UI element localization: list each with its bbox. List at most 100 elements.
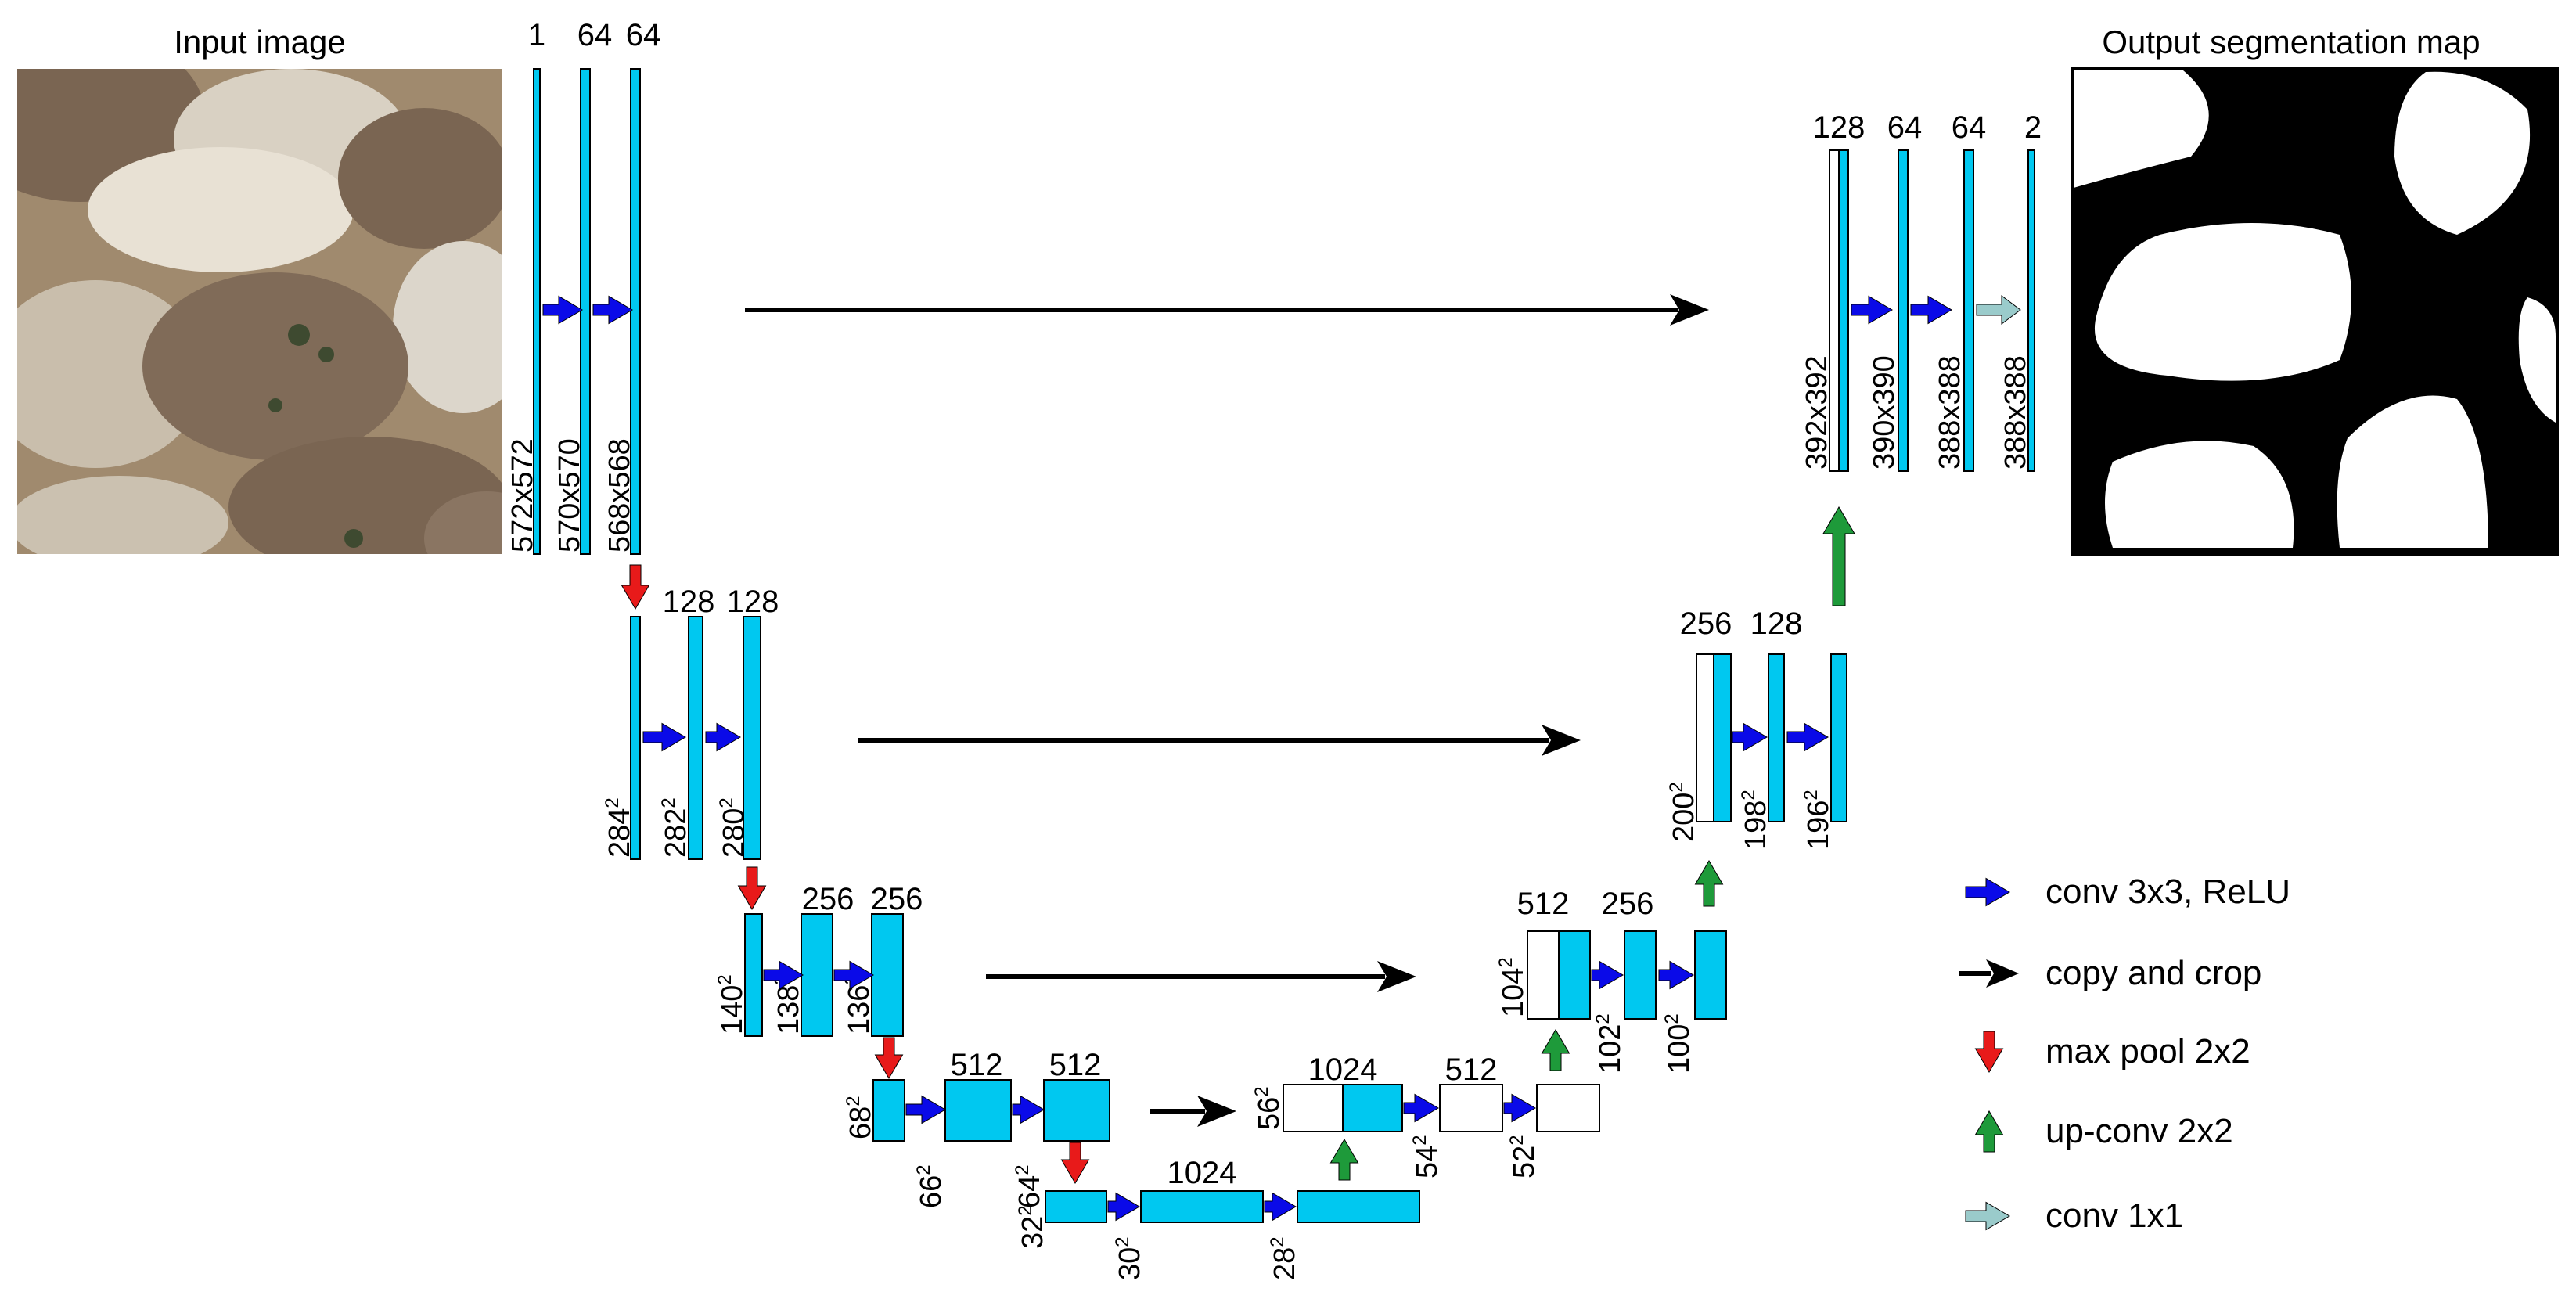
channel-label: 64 xyxy=(577,18,613,52)
size-label: 282 xyxy=(1267,1236,1301,1280)
maxpool-arrow xyxy=(1060,1142,1090,1184)
copy-arrow-l3-head xyxy=(1377,961,1416,992)
copy-arrow-l1-head xyxy=(1670,294,1709,326)
channel-label: 1024 xyxy=(1167,1156,1237,1190)
size-label: 1982 xyxy=(1738,790,1772,850)
conv-arrow xyxy=(1503,1093,1536,1123)
feature-map-l2a xyxy=(630,616,641,860)
size-label: 568x568 xyxy=(603,438,636,552)
conv-arrow xyxy=(1403,1093,1439,1123)
feature-map-l3a xyxy=(744,913,763,1037)
size-label-exponent: 2 xyxy=(1112,1236,1133,1247)
channel-label: 256 xyxy=(802,882,854,916)
size-label-exponent: 2 xyxy=(1738,790,1759,800)
channel-label: 512 xyxy=(1445,1053,1498,1087)
size-label-value: 572x572 xyxy=(506,438,539,552)
feature-map-l4a xyxy=(872,1079,905,1142)
size-label-value: 102 xyxy=(1594,1024,1627,1074)
size-label: 322 xyxy=(1015,1205,1049,1249)
size-label: 542 xyxy=(1409,1135,1444,1178)
size-label-value: 570x570 xyxy=(553,438,586,552)
size-label-value: 392x392 xyxy=(1801,355,1833,470)
copied-map-r3 xyxy=(1527,930,1560,1020)
output-map-blob xyxy=(2337,395,2488,548)
size-label-exponent: 2 xyxy=(1015,1205,1036,1215)
upconv-arrow xyxy=(1822,506,1855,606)
size-label-exponent: 2 xyxy=(602,797,623,808)
size-label-exponent: 2 xyxy=(1666,782,1687,792)
size-label-value: 32 xyxy=(1016,1216,1049,1249)
size-label-exponent: 2 xyxy=(714,974,736,984)
legend-label: copy and crop xyxy=(2045,954,2261,992)
channel-label: 1 xyxy=(528,18,545,52)
feature-map-l4b xyxy=(944,1079,1012,1142)
feature-map-l1a xyxy=(533,68,541,555)
feature-map-r3c xyxy=(1694,930,1727,1020)
feature-map-r3b xyxy=(1624,930,1657,1020)
legend-upconv-arrow xyxy=(1974,1110,2004,1153)
conv1x1-arrow xyxy=(1976,295,2021,325)
size-label-exponent: 2 xyxy=(1012,1164,1033,1175)
size-label-value: 104 xyxy=(1497,968,1530,1017)
size-label-exponent: 2 xyxy=(1267,1236,1288,1247)
channel-label: 128 xyxy=(1813,110,1865,145)
legend-blue-arrow xyxy=(1965,877,2010,907)
size-label-value: 136 xyxy=(843,985,876,1035)
size-label-exponent: 2 xyxy=(1409,1135,1430,1145)
feature-map-r4b xyxy=(1439,1084,1503,1132)
conv-arrow xyxy=(1910,295,1952,325)
size-label-value: 54 xyxy=(1411,1146,1444,1178)
conv-arrow xyxy=(1851,295,1893,325)
channel-label: 2 xyxy=(2024,110,2042,145)
feature-map-l3c xyxy=(871,913,904,1037)
conv-arrow xyxy=(1591,960,1624,990)
size-label: 522 xyxy=(1506,1135,1541,1178)
feature-map-bb xyxy=(1140,1190,1264,1223)
feature-map-r1c xyxy=(1963,149,1974,472)
feature-map-r2a xyxy=(1713,653,1732,822)
size-label-value: 198 xyxy=(1740,801,1772,850)
size-label: 1002 xyxy=(1661,1013,1696,1074)
size-label: 392x392 xyxy=(1801,355,1833,470)
size-label: 570x570 xyxy=(553,438,586,552)
size-label-value: 284 xyxy=(603,808,636,858)
size-label: 388x388 xyxy=(1999,355,2032,470)
feature-map-r4a xyxy=(1342,1084,1403,1132)
input-image xyxy=(17,69,502,554)
conv-arrow xyxy=(1732,722,1768,752)
size-label: 1022 xyxy=(1592,1013,1627,1074)
size-label-exponent: 2 xyxy=(1661,1013,1682,1024)
feature-map-l2c xyxy=(743,616,761,860)
size-label-value: 280 xyxy=(718,808,750,858)
size-label-exponent: 2 xyxy=(658,797,679,808)
size-label: 390x390 xyxy=(1868,355,1901,470)
size-label: 1042 xyxy=(1495,957,1530,1017)
size-label: 1402 xyxy=(714,974,749,1035)
size-label: 2802 xyxy=(716,797,750,858)
feature-map-r4c xyxy=(1536,1084,1600,1132)
conv-arrow xyxy=(905,1095,946,1124)
size-label-value: 196 xyxy=(1802,801,1835,850)
conv-arrow xyxy=(1107,1192,1140,1222)
channel-label: 128 xyxy=(1750,606,1803,641)
feature-map-r3a xyxy=(1558,930,1591,1020)
legend-teal-arrow xyxy=(1965,1201,2010,1231)
size-label-exponent: 2 xyxy=(1592,1013,1614,1024)
maxpool-arrow xyxy=(621,564,650,610)
channel-label: 512 xyxy=(951,1048,1003,1082)
conv-arrow xyxy=(705,722,741,752)
size-label: 2822 xyxy=(658,797,693,858)
size-label: 2002 xyxy=(1666,782,1700,842)
legend-label: max pool 2x2 xyxy=(2045,1032,2250,1071)
size-label-value: 64 xyxy=(1013,1175,1046,1208)
upconv-arrow xyxy=(1329,1139,1359,1181)
conv-arrow xyxy=(1012,1095,1045,1124)
size-label-value: 282 xyxy=(660,808,693,858)
output-map-blob xyxy=(2074,70,2209,188)
size-label-exponent: 2 xyxy=(843,1096,864,1106)
feature-map-r2b xyxy=(1768,653,1785,822)
feature-map-l2b xyxy=(688,616,703,860)
